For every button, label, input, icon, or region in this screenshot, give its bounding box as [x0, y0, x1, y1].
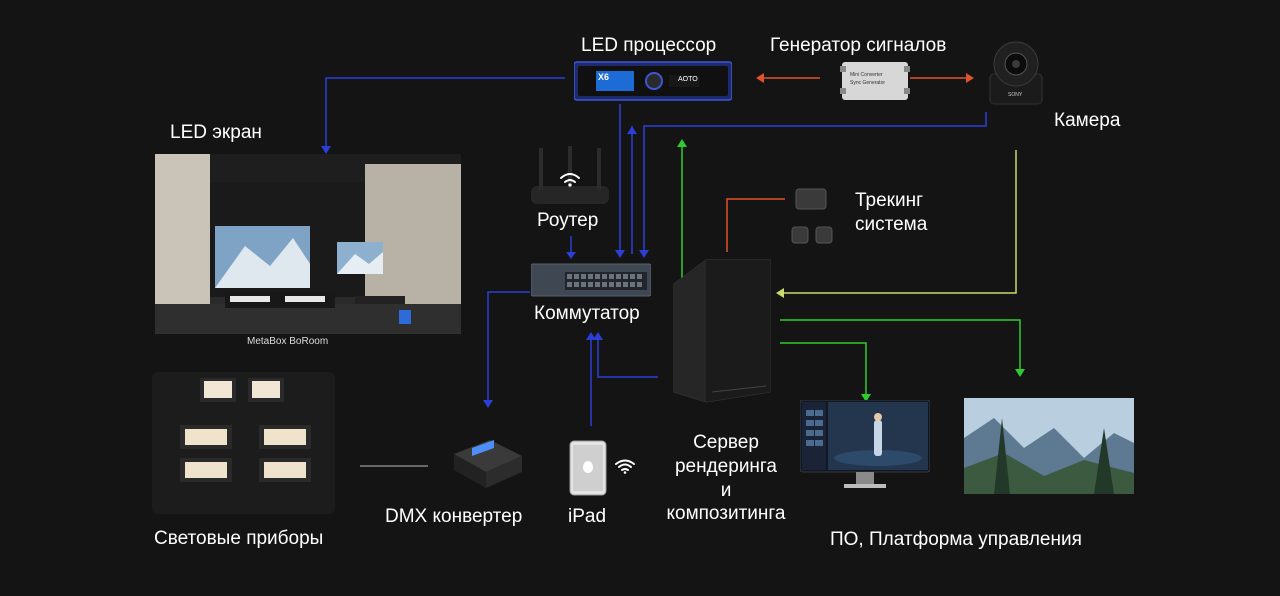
lights-label: Световые приборы — [154, 528, 324, 549]
camera-label: Камера — [1054, 110, 1121, 131]
arrow-head — [966, 73, 974, 83]
link-camera-server — [780, 150, 1017, 294]
led-screen-label: LED экран — [170, 122, 262, 143]
server-device — [670, 258, 774, 404]
arrow-head — [566, 252, 576, 259]
switch-device — [530, 262, 652, 298]
signal-generator-label: Генератор сигналов — [770, 35, 947, 56]
wifi-icon — [560, 173, 580, 183]
apple-icon — [583, 461, 593, 473]
led-studio-image — [155, 154, 461, 334]
arrow-head — [861, 394, 871, 402]
tracking-label-2: система — [855, 214, 928, 235]
sync-gen-line1: Mini Converter — [850, 72, 883, 78]
switch-label: Коммутатор — [534, 303, 640, 324]
arrow-head — [1015, 369, 1025, 377]
server-label-3: и — [720, 480, 732, 501]
processor-model: X6 — [598, 72, 610, 82]
light-fixture — [259, 458, 311, 482]
control-monitor — [799, 399, 931, 494]
arrow-head — [483, 400, 493, 408]
link-server-switch — [597, 336, 658, 378]
arrow-head — [593, 332, 603, 340]
light-fixture — [200, 378, 236, 402]
metabox-caption: MetaBox BoRoom — [247, 336, 329, 347]
light-fixture — [180, 425, 232, 449]
link-processor-screen — [325, 77, 565, 150]
output-display — [964, 398, 1134, 494]
led-processor-device: X6 AOTO — [573, 60, 733, 102]
sync-generator-device: Mini Converter Sync Generator — [840, 58, 910, 104]
light-fixture — [248, 378, 284, 402]
link-server-monitor — [780, 342, 867, 398]
link-camera-switch — [643, 112, 987, 254]
tracking-label-1: Трекинг — [855, 190, 924, 211]
arrow-head — [677, 139, 687, 147]
server-label-1: Сервер — [693, 432, 759, 453]
light-fixture — [180, 458, 232, 482]
router-label: Роутер — [537, 210, 599, 231]
sync-gen-line2: Sync Generator — [850, 80, 886, 86]
tracking-device — [786, 185, 836, 247]
link-server-display — [780, 319, 1021, 373]
server-label-4: композитинга — [666, 503, 786, 524]
router-device — [527, 146, 613, 208]
arrow-head — [586, 332, 596, 340]
arrow-head — [639, 250, 649, 258]
wifi-icon — [614, 458, 636, 474]
light-fixture — [259, 425, 311, 449]
ipad-label: iPad — [568, 506, 607, 527]
arrow-head — [321, 146, 331, 154]
server-label-2: рендеринга — [674, 456, 778, 477]
camera-brand: SONY — [1008, 92, 1023, 98]
dmx-device — [450, 432, 524, 490]
link-switch-dmx — [487, 291, 530, 404]
arrow-head — [615, 250, 625, 258]
arrow-head — [756, 73, 764, 83]
link-tracking-server — [726, 198, 785, 252]
lights-panel — [152, 372, 335, 514]
ipad-device — [569, 440, 607, 496]
camera-device: SONY — [984, 34, 1048, 106]
processor-brand: AOTO — [678, 76, 698, 83]
dmx-label: DMX конвертер — [385, 506, 523, 527]
arrow-head — [776, 288, 784, 298]
arrow-head — [627, 126, 637, 134]
software-label: ПО, Платформа управления — [830, 529, 1082, 550]
led-processor-label: LED процессор — [581, 35, 717, 56]
